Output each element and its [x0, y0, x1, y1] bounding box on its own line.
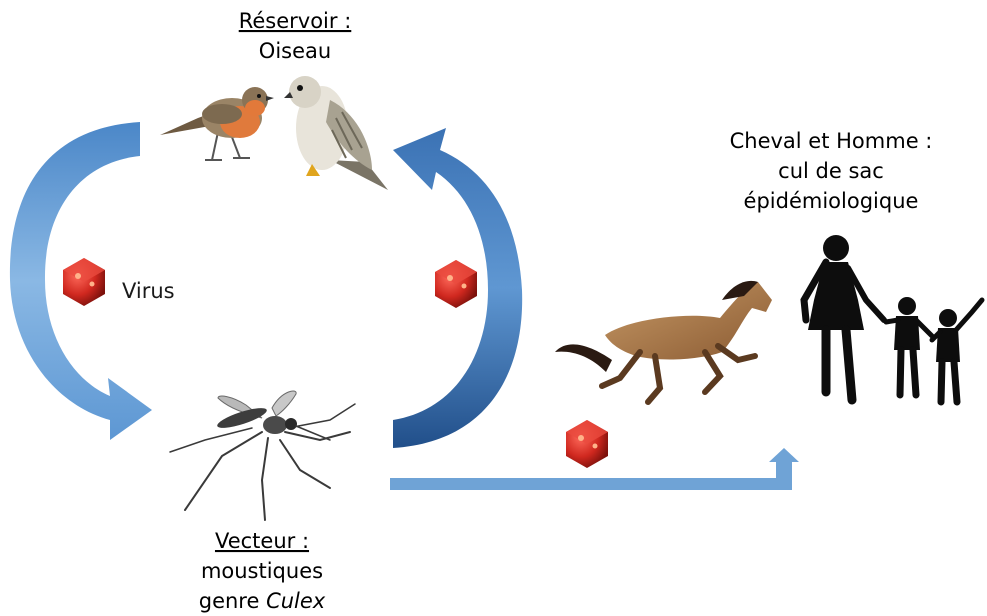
vector-title: Vecteur :: [215, 529, 309, 553]
vector-line1: moustiques: [201, 559, 323, 583]
dead-end-line3: épidémiologique: [744, 189, 919, 213]
virus-icon: [63, 258, 105, 306]
dead-end-label: Cheval et Homme : cul de sac épidémiolog…: [730, 129, 933, 213]
virus-icon: [435, 260, 477, 308]
reservoir-subtitle: Oiseau: [259, 39, 331, 63]
falcon-icon: [284, 76, 388, 190]
reservoir-title: Réservoir :: [239, 9, 352, 33]
vector-line2-prefix: genre: [199, 589, 266, 613]
mosquito-icon: [170, 391, 355, 520]
dead-end-line2: cul de sac: [778, 159, 884, 183]
robin-icon: [160, 87, 274, 160]
vector-label: Vecteur : moustiques genre Culex: [199, 529, 326, 613]
horse-icon: [555, 281, 772, 402]
human-family-icon: [804, 235, 982, 402]
virus-icon: [566, 420, 608, 468]
dead-end-line1: Cheval et Homme :: [730, 129, 933, 153]
virus-label: Virus: [122, 279, 175, 303]
vector-line2: genre Culex: [199, 589, 326, 613]
reservoir-label: Réservoir : Oiseau: [239, 9, 352, 63]
vector-genus: Culex: [266, 589, 326, 613]
